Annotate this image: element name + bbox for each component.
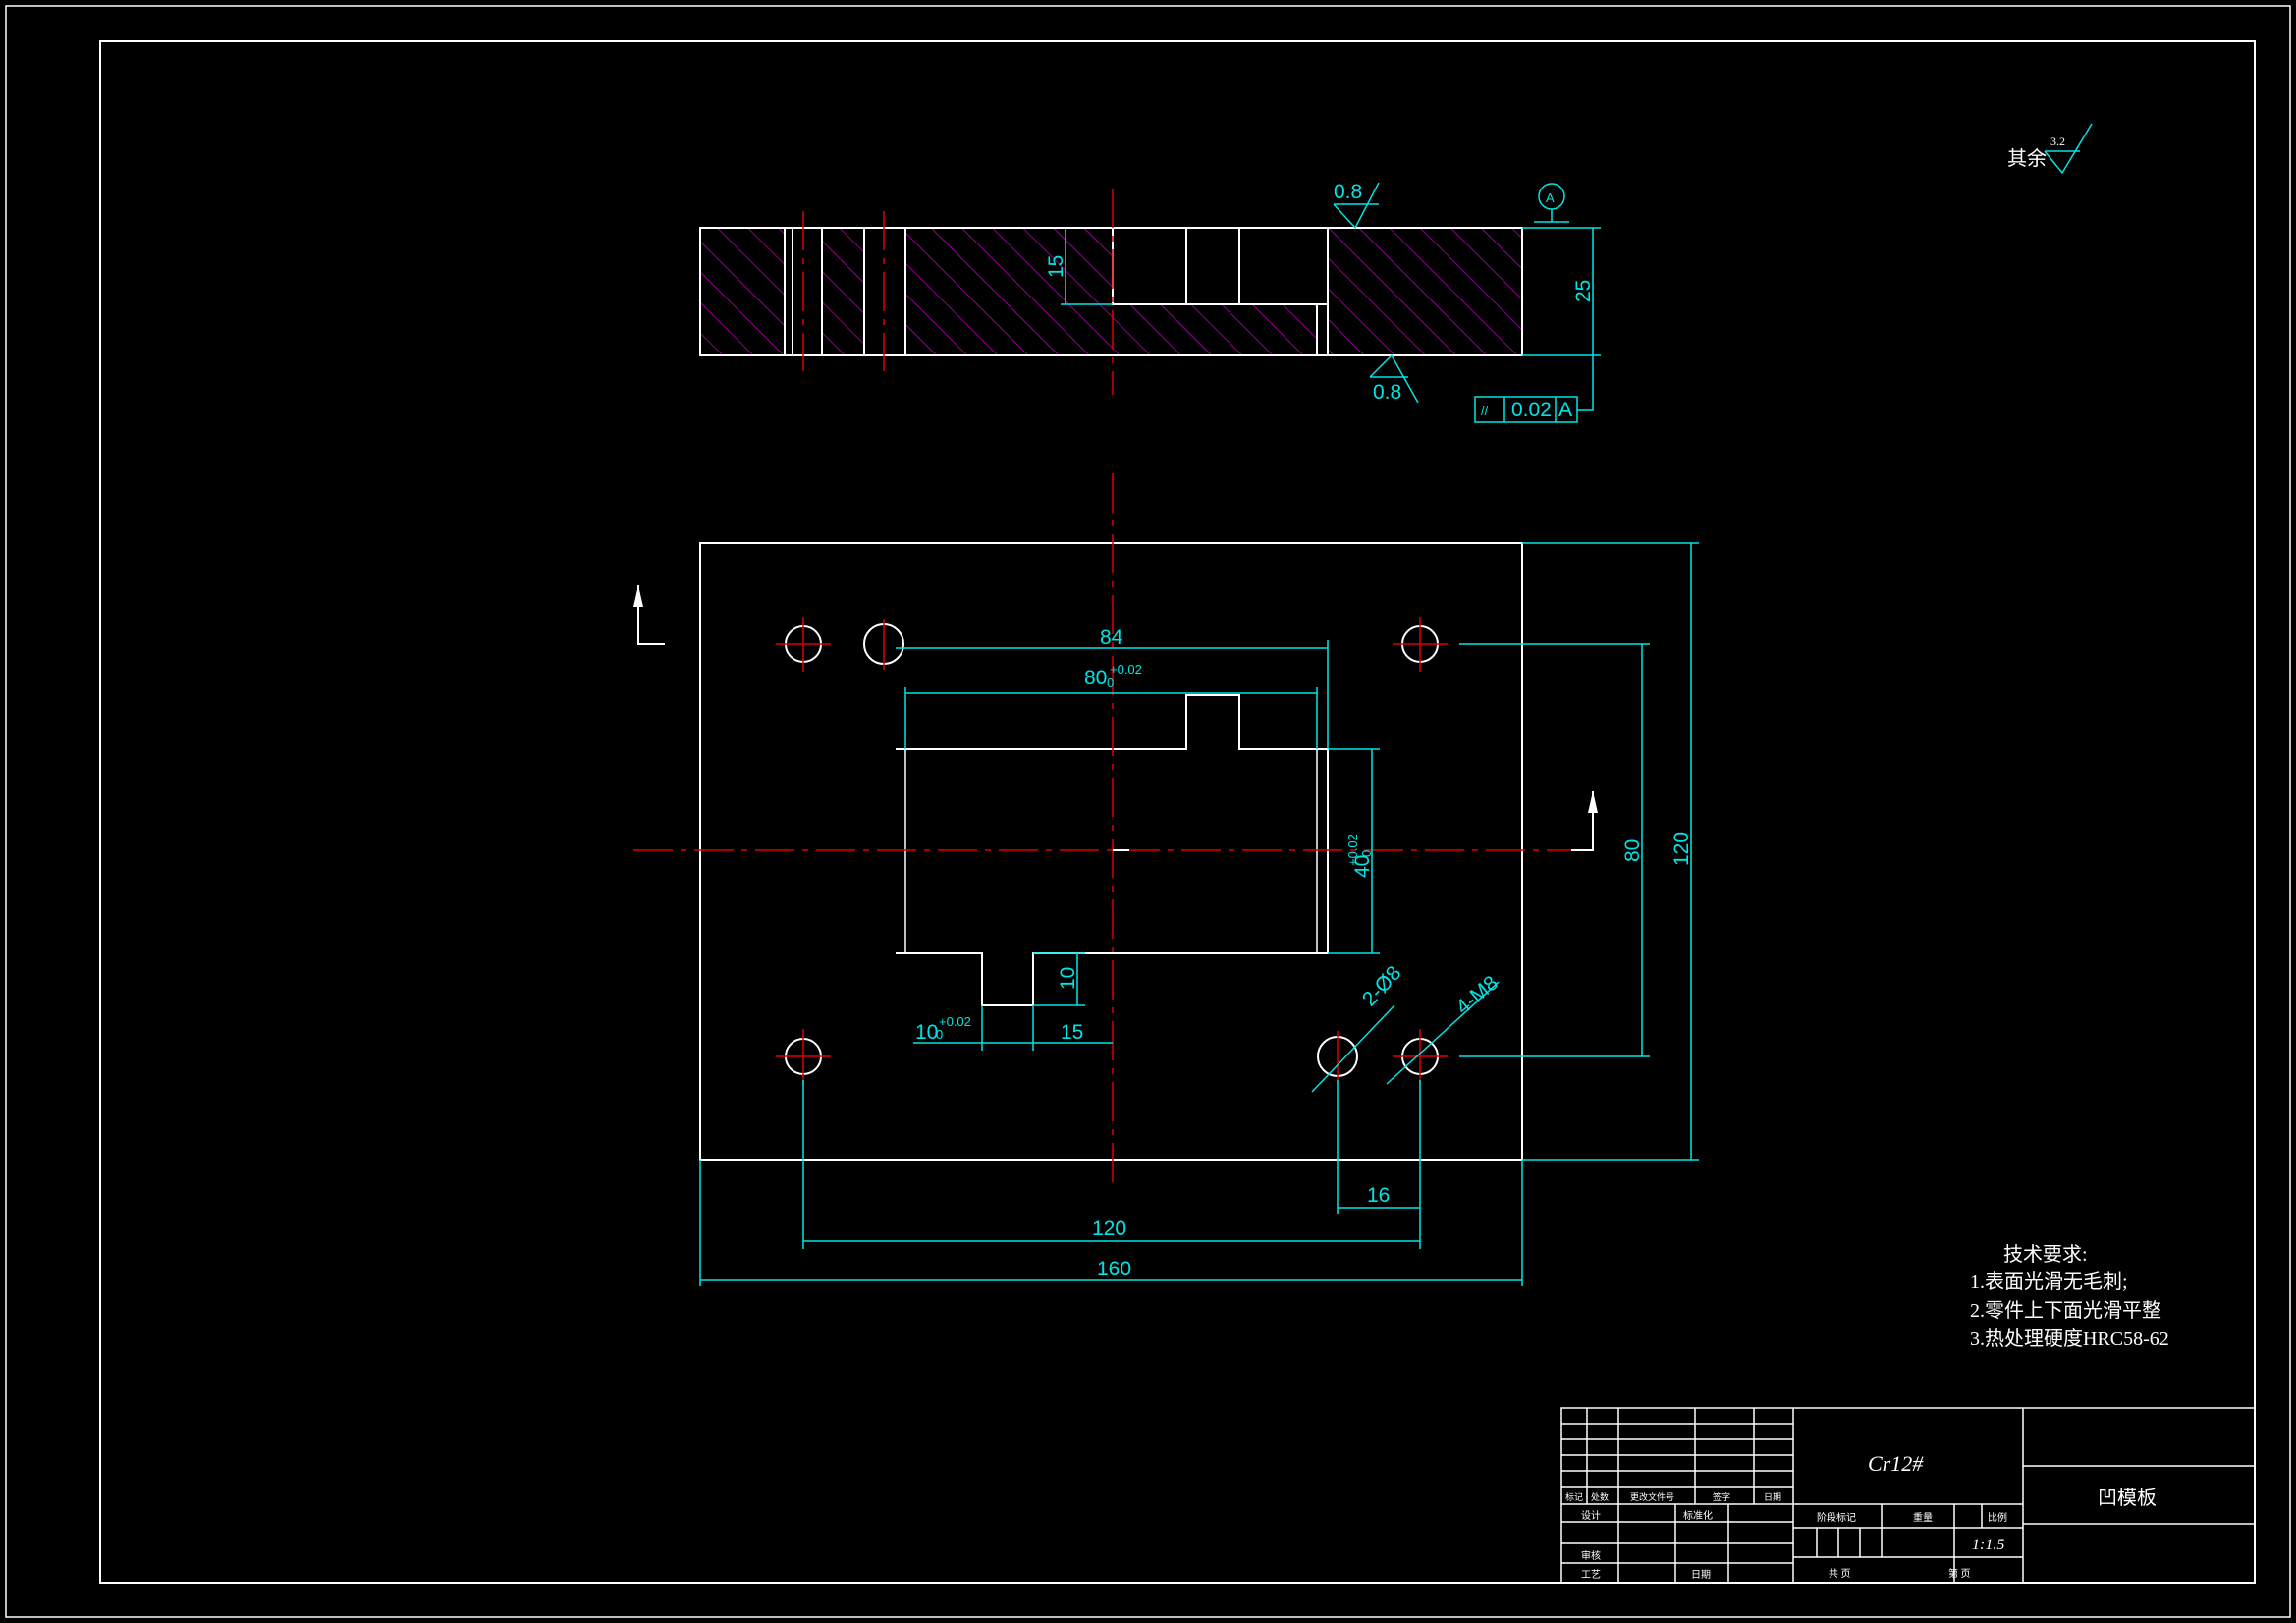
roughness-rest: 其余 3.2	[2007, 123, 2093, 175]
plan-dimensions: 84 80 +0.02 0 40 +0.02 0 10 10 +0.02 0 1…	[699, 542, 1699, 1286]
row-process: 工艺	[1581, 1569, 1601, 1581]
dim-width-80: 80	[1084, 667, 1107, 689]
dim-slot-width-10-tol: +0.02	[939, 1014, 971, 1029]
dim-height-40: 40	[1351, 855, 1374, 878]
row-review: 审核	[1581, 1549, 1601, 1562]
tech-req-item: 2.零件上下面光滑平整	[1970, 1299, 2161, 1322]
tolerance-value: 0.02	[1511, 399, 1552, 421]
tolerance-symbol: //	[1481, 404, 1489, 418]
roughness-bottom: 0.8	[1373, 381, 1401, 404]
dim-width-80-tol-low: 0	[1107, 676, 1114, 690]
dim-overall-w: 160	[1097, 1258, 1131, 1280]
dim-height-40-tol-low: 0	[1359, 850, 1374, 857]
dim-hole-pitch-v: 80	[1621, 839, 1644, 862]
sheet-border	[5, 5, 2291, 1618]
dim-slot-width-10-tol-low: 0	[936, 1027, 943, 1042]
plan-view	[633, 473, 1598, 1190]
title-block: Cr12# 凹模板 1:1.5 标记 处数 更改文件号 签字 日期 设计 标准化…	[1560, 1407, 2256, 1584]
row-date: 日期	[1691, 1569, 1711, 1581]
part-name: 凹模板	[2098, 1487, 2157, 1509]
tolerance-datum: A	[1558, 399, 1572, 421]
dim-overall-h: 120	[1670, 832, 1693, 866]
roughness-top: 0.8	[1334, 181, 1362, 203]
dim-width-80-tol: +0.02	[1110, 662, 1142, 676]
roughness-rest-label: 其余	[2007, 147, 2047, 170]
row-design: 设计	[1581, 1509, 1601, 1522]
tech-req-item: 3.热处理硬度HRC58-62	[1970, 1327, 2169, 1350]
rev-header: 签字	[1713, 1491, 1730, 1502]
rev-header: 日期	[1764, 1492, 1781, 1502]
tech-req-item: 1.表面光滑无毛刺;	[1970, 1271, 2128, 1293]
stage-label: 阶段标记	[1817, 1511, 1856, 1524]
drawing-frame	[99, 40, 2256, 1584]
rev-header: 更改文件号	[1630, 1491, 1674, 1502]
dim-hole-offset-16: 16	[1367, 1184, 1390, 1207]
technical-requirements: 技术要求: 1.表面光滑无毛刺; 2.零件上下面光滑平整 3.热处理硬度HRC5…	[1970, 1243, 2169, 1350]
section-dimensions: 15 25 0.8 0.8 A // 0.02 A	[1045, 181, 1601, 423]
dim-width-84: 84	[1100, 626, 1123, 649]
dim-slot-10: 10	[1057, 967, 1079, 990]
dim-thickness: 25	[1572, 280, 1595, 302]
sheet-no: 第 页	[1948, 1567, 1971, 1580]
scale: 1:1.5	[1972, 1537, 2004, 1553]
roughness-rest-value: 3.2	[2050, 135, 2065, 148]
label-thread-holes: 4-M8	[1451, 971, 1502, 1018]
row-std: 标准化	[1683, 1509, 1713, 1522]
rev-header: 标记	[1565, 1491, 1583, 1502]
datum-label: A	[1546, 190, 1555, 205]
dim-hole-pitch-h: 120	[1092, 1217, 1126, 1240]
tech-req-title: 技术要求:	[2003, 1243, 2088, 1266]
rev-header: 处数	[1591, 1491, 1609, 1502]
dim-offset-15: 15	[1061, 1021, 1083, 1044]
dim-slot-width-10: 10	[915, 1021, 938, 1044]
weight-label: 重量	[1913, 1511, 1933, 1524]
section-view	[699, 189, 1523, 395]
label-pin-holes: 2-Ø8	[1358, 962, 1406, 1011]
dim-pocket-depth: 15	[1045, 255, 1067, 278]
scale-label: 比例	[1988, 1511, 2007, 1524]
sheets-total: 共 页	[1829, 1568, 1851, 1580]
material: Cr12#	[1868, 1451, 1924, 1476]
dim-height-40-tol: +0.02	[1345, 834, 1360, 866]
